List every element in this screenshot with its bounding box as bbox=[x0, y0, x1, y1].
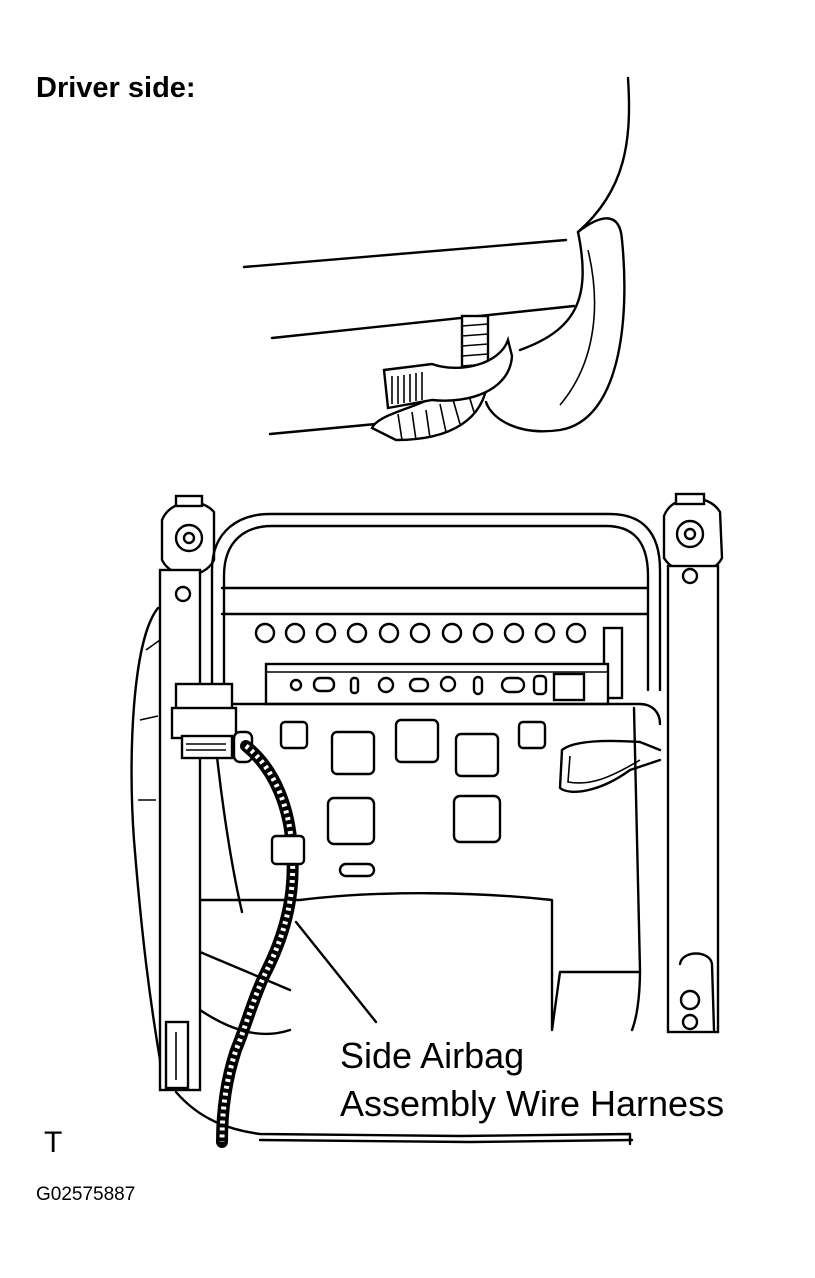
harness-clamp-detail bbox=[370, 314, 514, 442]
callout-label-line-1: Side Airbag bbox=[340, 1035, 525, 1076]
seat-cushion-detail bbox=[242, 76, 631, 436]
callout-label-line-2: Assembly Wire Harness bbox=[340, 1083, 725, 1124]
side-airbag-wire-harness bbox=[216, 740, 306, 1148]
panel-cutouts bbox=[279, 718, 547, 878]
figure-id: G02575887 bbox=[36, 1184, 136, 1205]
cross-panel-holes bbox=[254, 622, 587, 644]
harness-connector bbox=[170, 682, 254, 764]
bar-slots bbox=[289, 672, 586, 702]
page-heading: Driver side: bbox=[36, 72, 196, 104]
corner-mark: T bbox=[44, 1126, 63, 1159]
callout-leader-line bbox=[294, 920, 378, 1024]
seat-frame bbox=[130, 492, 724, 1146]
